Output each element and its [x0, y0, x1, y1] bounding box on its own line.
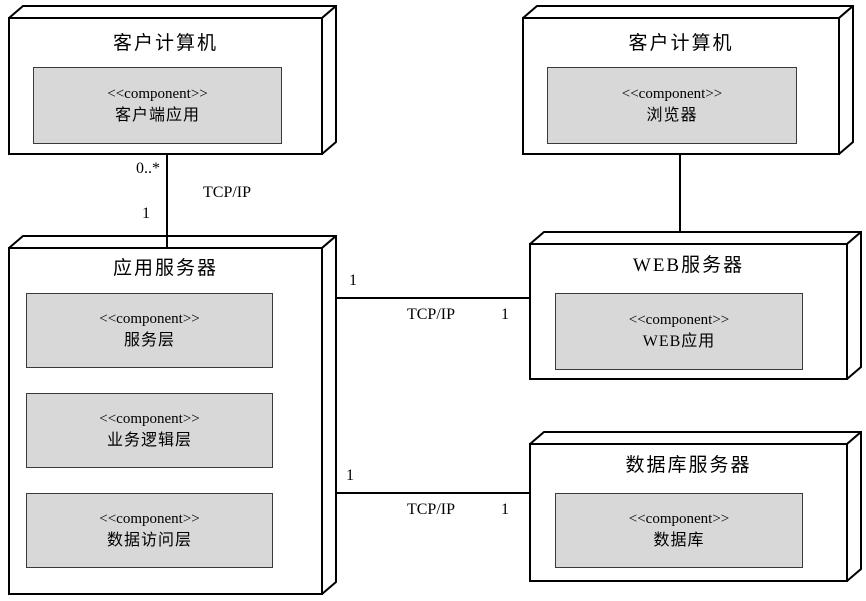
component-client-application: <<component>> 客户端应用	[33, 67, 282, 144]
component-stereotype: <<component>>	[99, 311, 200, 327]
protocol-label: TCP/IP	[406, 306, 455, 323]
multiplicity-label: 1	[142, 205, 150, 222]
node-client-computer-2: 客户计算机 <<component>> 浏览器	[522, 5, 854, 155]
node-client-computer-1: 客户计算机 <<component>> 客户端应用	[8, 5, 337, 155]
component-stereotype: <<component>>	[99, 511, 200, 527]
protocol-label: TCP/IP	[203, 184, 252, 201]
component-service-layer: <<component>> 服务层	[26, 293, 273, 368]
node-title: 数据库服务器	[625, 455, 752, 476]
component-name: 数据访问层	[106, 532, 192, 549]
connector-client1-to-app-server	[166, 155, 168, 247]
component-database: <<component>> 数据库	[555, 493, 803, 568]
component-name: 浏览器	[646, 107, 698, 124]
component-name: WEB应用	[642, 333, 716, 350]
multiplicity-label: 1	[346, 467, 354, 484]
component-web-application: <<component>> WEB应用	[555, 293, 803, 370]
protocol-label: TCP/IP	[406, 501, 455, 518]
connector-client2-to-web-server	[679, 155, 681, 232]
multiplicity-label: 1	[349, 272, 357, 289]
component-stereotype: <<component>>	[99, 411, 200, 427]
component-name: 业务逻辑层	[106, 432, 192, 449]
node-title: WEB服务器	[632, 255, 745, 276]
multiplicity-label: 1	[501, 306, 509, 323]
connector-app-server-to-db-server	[337, 492, 529, 494]
component-stereotype: <<component>>	[628, 312, 730, 328]
node-web-server: WEB服务器 <<component>> WEB应用	[529, 231, 862, 380]
component-name: 客户端应用	[114, 107, 200, 124]
node-title: 应用服务器	[112, 258, 218, 279]
component-name: 数据库	[653, 532, 705, 549]
multiplicity-label: 0..*	[136, 160, 160, 177]
node-title: 客户计算机	[628, 33, 734, 54]
node-title: 客户计算机	[112, 33, 218, 54]
multiplicity-label: 1	[501, 501, 509, 518]
component-business-logic-layer: <<component>> 业务逻辑层	[26, 393, 273, 468]
component-browser: <<component>> 浏览器	[547, 67, 797, 144]
component-data-access-layer: <<component>> 数据访问层	[26, 493, 273, 568]
connector-app-server-to-web-server	[337, 297, 529, 299]
component-stereotype: <<component>>	[628, 511, 730, 527]
component-stereotype: <<component>>	[107, 86, 208, 102]
node-app-server: 应用服务器 <<component>> 服务层 <<component>> 业务…	[8, 235, 337, 595]
component-stereotype: <<component>>	[621, 86, 723, 102]
node-db-server: 数据库服务器 <<component>> 数据库	[529, 431, 862, 582]
component-name: 服务层	[123, 332, 175, 349]
